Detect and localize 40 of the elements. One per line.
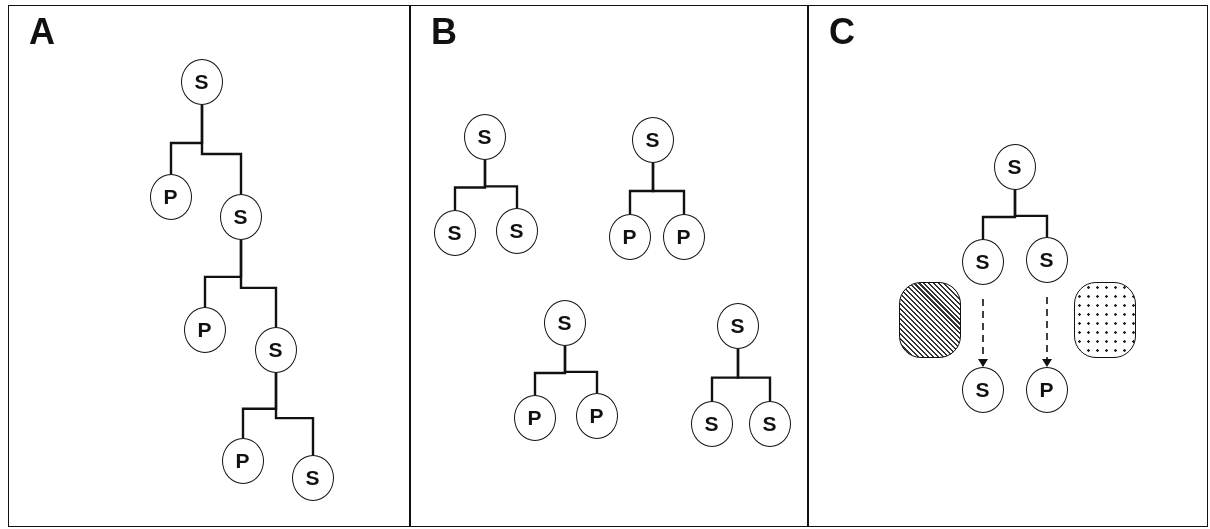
cell-circle: S: [690, 400, 733, 447]
cell-circle: P: [575, 392, 618, 439]
cell-circle: S: [961, 238, 1004, 285]
cell-circle: S: [543, 299, 586, 346]
cell-circle: S: [631, 116, 674, 163]
arrow: [978, 298, 988, 368]
connector-line: [563, 346, 599, 393]
connector-line: [274, 373, 315, 455]
connector-line: [483, 160, 519, 208]
connector-line: [239, 240, 278, 327]
cell-circle: P: [662, 213, 705, 260]
cell-circle: S: [180, 58, 223, 105]
cell-circle: P: [1025, 366, 1068, 413]
cell-circle: S: [291, 454, 334, 501]
cell-circle: P: [149, 173, 192, 220]
panel-label: C: [829, 14, 855, 50]
cell-circle: P: [608, 213, 651, 260]
cell-circle: S: [219, 193, 262, 240]
cell-circle: P: [513, 394, 556, 441]
panel-label: B: [431, 14, 457, 50]
cell-circle: P: [183, 306, 226, 353]
cell-circle: S: [716, 302, 759, 349]
connector-line: [200, 105, 243, 194]
connector-line: [651, 163, 686, 214]
cell-circle: S: [993, 143, 1036, 190]
arrow: [1042, 296, 1052, 368]
cell-circle: S: [495, 207, 538, 254]
cell-circle: S: [433, 209, 476, 256]
panel-label: A: [29, 14, 55, 50]
connector-line: [736, 349, 772, 401]
panel: [808, 5, 1208, 527]
cell-circle: S: [463, 113, 506, 160]
cell-circle: P: [221, 437, 264, 484]
panel: [8, 5, 410, 527]
cell-circle: S: [748, 400, 791, 447]
cell-circle: S: [254, 326, 297, 373]
cell-circle: S: [1025, 236, 1068, 283]
cell-circle: S: [961, 366, 1004, 413]
panel: [410, 5, 808, 527]
connector-line: [1013, 190, 1049, 237]
